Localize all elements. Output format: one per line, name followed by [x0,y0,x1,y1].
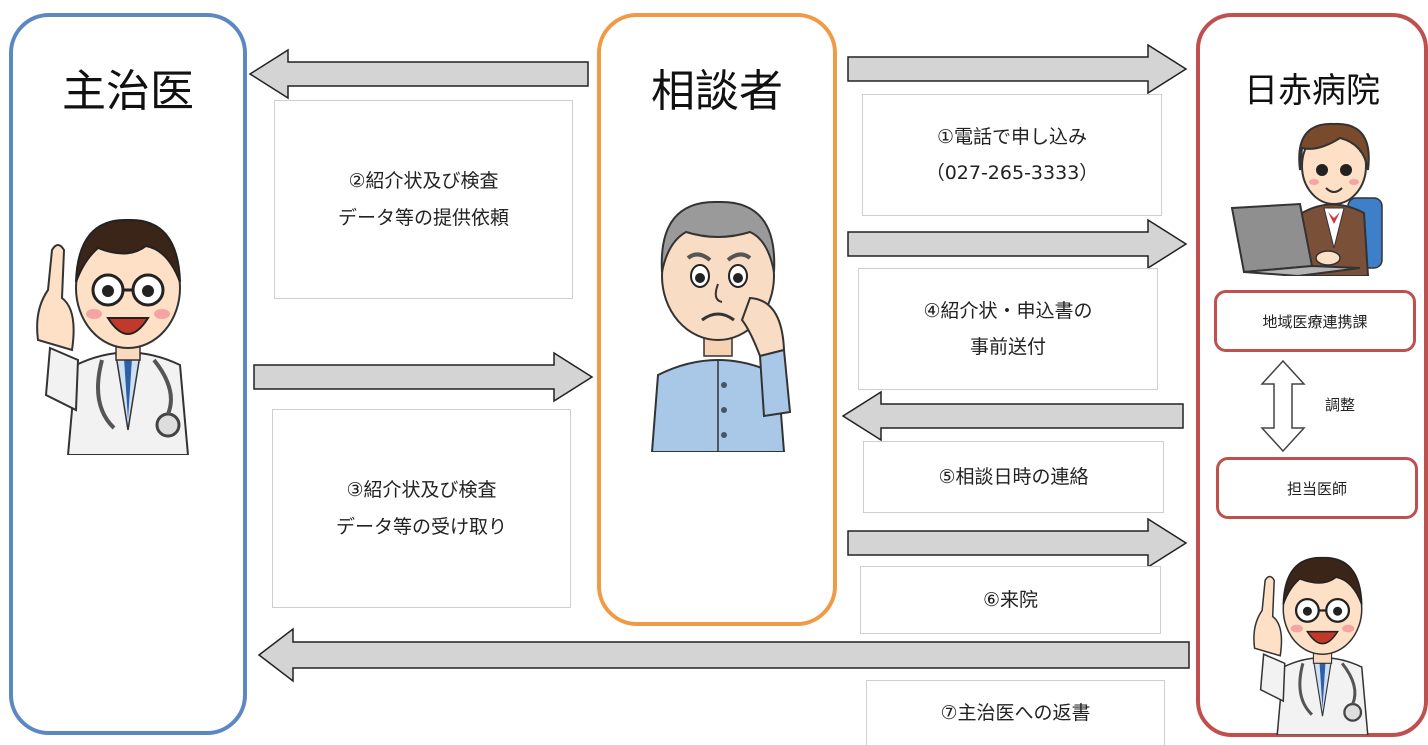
worried-elderly-man-icon [650,200,792,452]
flow-arrow-icon [847,517,1188,569]
liaison-office-box: 地域医療連携課 [1214,290,1416,352]
step4-box: ④紹介状・申込書の 事前送付 [858,268,1158,390]
doctor-panel-title: 主治医 [62,66,194,117]
flow-arrow-icon [248,48,589,100]
step4-line1: ④紹介状・申込書の [923,299,1093,322]
step7-line1: ⑦主治医への返書 [940,701,1091,724]
step7-box: ⑦主治医への返書 [866,680,1165,745]
step1-line1: ①電話で申し込み [936,125,1088,148]
step3-box: ③紹介状及び検査 データ等の受け取り [272,409,571,608]
step1-line2: （027-265-3333） [925,162,1099,184]
liaison-office-label: 地域医療連携課 [1262,312,1368,331]
hospital-panel-title: 日赤病院 [1244,71,1380,111]
flow-arrow-icon [847,43,1188,95]
step4-line2: 事前送付 [969,336,1046,358]
double-vertical-arrow-icon [1260,359,1306,453]
flow-arrow-icon [253,351,594,403]
coordinate-label: 調整 [1325,396,1356,414]
step3-line1: ③紹介状及び検査 [346,479,497,502]
physician-label: 担当医師 [1286,479,1347,498]
flow-arrow-icon [847,218,1188,270]
physician-box: 担当医師 [1216,457,1418,519]
step6-line1: ⑥来院 [982,588,1039,611]
step6-box: ⑥来院 [860,566,1161,634]
step2-line2: データ等の提供依頼 [337,206,509,229]
step2-line1: ②紹介状及び検査 [348,170,499,193]
receptionist-with-laptop-icon [1230,122,1383,276]
doctor-illustration-icon [36,218,190,455]
consultant-panel-title: 相談者 [651,66,783,117]
flow-arrow-icon [841,390,1184,442]
step2-box: ②紹介状及び検査 データ等の提供依頼 [274,100,573,299]
flow-arrow-icon [257,627,1190,683]
step5-line1: ⑤相談日時の連絡 [938,465,1089,488]
step5-box: ⑤相談日時の連絡 [863,441,1164,513]
step1-box: ①電話で申し込み （027-265-3333） [862,94,1162,216]
doctor-illustration-icon [1253,556,1369,735]
step3-line2: データ等の受け取り [335,515,507,538]
